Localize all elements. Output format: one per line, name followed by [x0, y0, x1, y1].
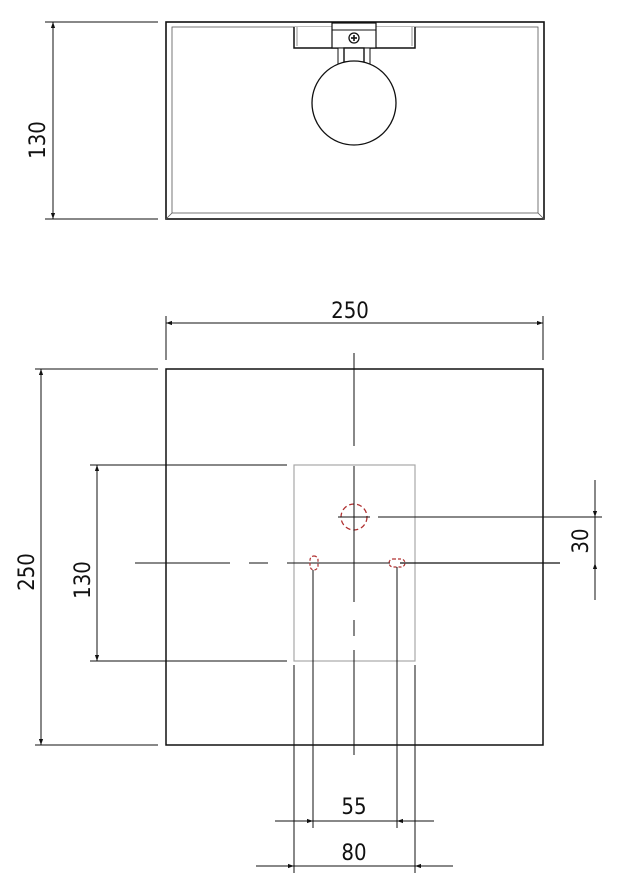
hole-offset-label: 30: [569, 528, 594, 553]
side-height-label: 130: [26, 121, 51, 159]
screw-icon: [348, 32, 360, 44]
side-height-dimension: [45, 21, 158, 220]
front-width-dimension: [165, 316, 544, 360]
plate-width-label: 80: [341, 841, 366, 866]
plate-height-label: 130: [71, 561, 96, 599]
hole-offset-dimension: [378, 480, 602, 600]
front-view: 250: [15, 299, 602, 873]
mounting-bracket: [293, 22, 416, 65]
center-hole-hidden: [338, 501, 370, 533]
bottom-extension-lines: [293, 567, 416, 873]
left-slot-hole: [309, 555, 319, 571]
plate-height-dimension: [90, 464, 287, 662]
side-view: 130: [26, 21, 545, 220]
front-width-label: 250: [331, 299, 369, 324]
front-height-dimension: [35, 368, 158, 746]
globe-lamp: [311, 60, 397, 146]
front-height-label: 250: [15, 553, 40, 591]
hole-spacing-label: 55: [341, 795, 366, 820]
